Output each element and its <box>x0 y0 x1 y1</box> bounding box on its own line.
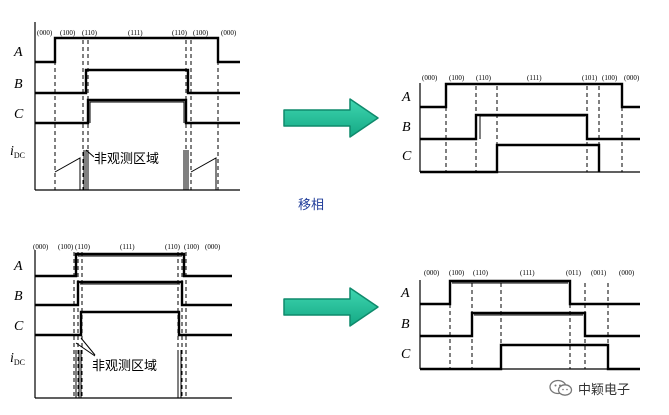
label-b-tl: B <box>14 77 23 92</box>
dashes-tr <box>445 86 623 172</box>
seg-tr-1: (100) <box>449 74 465 82</box>
wave-a-bl <box>35 252 232 278</box>
seg-br-5: (001) <box>591 269 607 277</box>
seg-br-3: (111) <box>520 269 535 277</box>
label-c-bl: C <box>14 319 24 334</box>
label-c-br: C <box>401 347 411 362</box>
wave-c-tl <box>35 98 240 125</box>
label-c-tr: C <box>402 149 412 164</box>
wave-c-bl <box>35 310 232 337</box>
seg-br-2: (110) <box>473 269 489 277</box>
seg-tr-4: (101) <box>582 74 598 82</box>
dashes-tl <box>54 40 219 190</box>
wechat-icon <box>549 379 573 396</box>
seg-bl-1: (100) <box>58 243 74 251</box>
label-a-tl: A <box>13 45 23 60</box>
panel-bottom-right: (000) (100) (110) (111) (011) (001) (000… <box>400 269 640 371</box>
watermark-text: 中颖电子 <box>578 382 631 398</box>
label-a-br: A <box>400 286 410 301</box>
seg-bl-3: (111) <box>120 243 135 251</box>
arrow-top <box>283 98 379 138</box>
segment-labels-top-right: (000) (100) (110) (111) (101) (100) (000… <box>422 74 640 82</box>
panel-top-right: (000) (100) (110) (111) (101) (100) (000… <box>401 74 640 174</box>
seg-tl-3: (111) <box>128 29 143 37</box>
label-a-tr: A <box>401 90 411 105</box>
seg-tr-3: (111) <box>527 74 542 82</box>
panel-bottom-left: (000) (100) (110) (111) (110) (100) (000… <box>10 243 232 399</box>
seg-tl-1: (100) <box>60 29 76 37</box>
wave-c-br <box>420 343 640 371</box>
label-i-bl: iDC <box>10 351 25 367</box>
wave-b-bl <box>35 280 232 307</box>
wave-a-tl <box>35 36 240 64</box>
wave-b-tl <box>35 68 240 95</box>
seg-br-0: (000) <box>424 269 440 277</box>
segment-labels-top-left: (000) (100) (110) (111) (110) (100) (000… <box>37 29 237 37</box>
seg-tr-6: (000) <box>624 74 640 82</box>
label-non-observed-bl: 非观测区域 <box>92 359 157 374</box>
segment-labels-bottom-right: (000) (100) (110) (111) (011) (001) (000… <box>424 269 635 277</box>
label-b-br: B <box>401 317 410 332</box>
phase-shift-label: 移相 <box>298 198 325 213</box>
seg-tr-5: (100) <box>602 74 618 82</box>
wave-c-inner-tl <box>89 101 185 123</box>
seg-bl-4: (110) <box>165 243 181 251</box>
seg-bl-5: (100) <box>184 243 200 251</box>
seg-tl-5: (100) <box>193 29 209 37</box>
arrow-bottom <box>283 287 379 327</box>
watermark: 中颖电子 <box>548 378 630 398</box>
segment-labels-bottom-left: (000) (100) (110) (111) (110) (100) (000… <box>33 243 221 251</box>
dashes-bl <box>73 252 187 398</box>
seg-br-6: (000) <box>619 269 635 277</box>
panel-top-left: (000) (100) (110) (111) (110) (100) (000… <box>10 22 240 191</box>
seg-br-4: (011) <box>566 269 582 277</box>
seg-tl-6: (000) <box>221 29 237 37</box>
label-i-tl: iDC <box>10 144 25 160</box>
wave-b-br <box>420 311 640 338</box>
label-a-bl: A <box>13 259 23 274</box>
wave-a-tr <box>420 82 640 109</box>
dashes-br <box>449 283 609 369</box>
wave-c-tr <box>420 143 601 174</box>
label-non-observed-tl: 非观测区域 <box>94 152 159 167</box>
label-b-bl: B <box>14 289 23 304</box>
seg-tl-4: (110) <box>172 29 188 37</box>
seg-bl-2: (110) <box>75 243 91 251</box>
wave-b-tr <box>420 113 640 141</box>
label-c-tl: C <box>14 107 24 122</box>
seg-bl-0: (000) <box>33 243 49 251</box>
wave-a-br <box>420 279 640 306</box>
seg-tr-2: (110) <box>476 74 492 82</box>
seg-tl-0: (000) <box>37 29 53 37</box>
seg-br-1: (100) <box>449 269 465 277</box>
label-b-tr: B <box>402 120 411 135</box>
seg-bl-6: (000) <box>205 243 221 251</box>
seg-tr-0: (000) <box>422 74 438 82</box>
seg-tl-2: (110) <box>82 29 98 37</box>
